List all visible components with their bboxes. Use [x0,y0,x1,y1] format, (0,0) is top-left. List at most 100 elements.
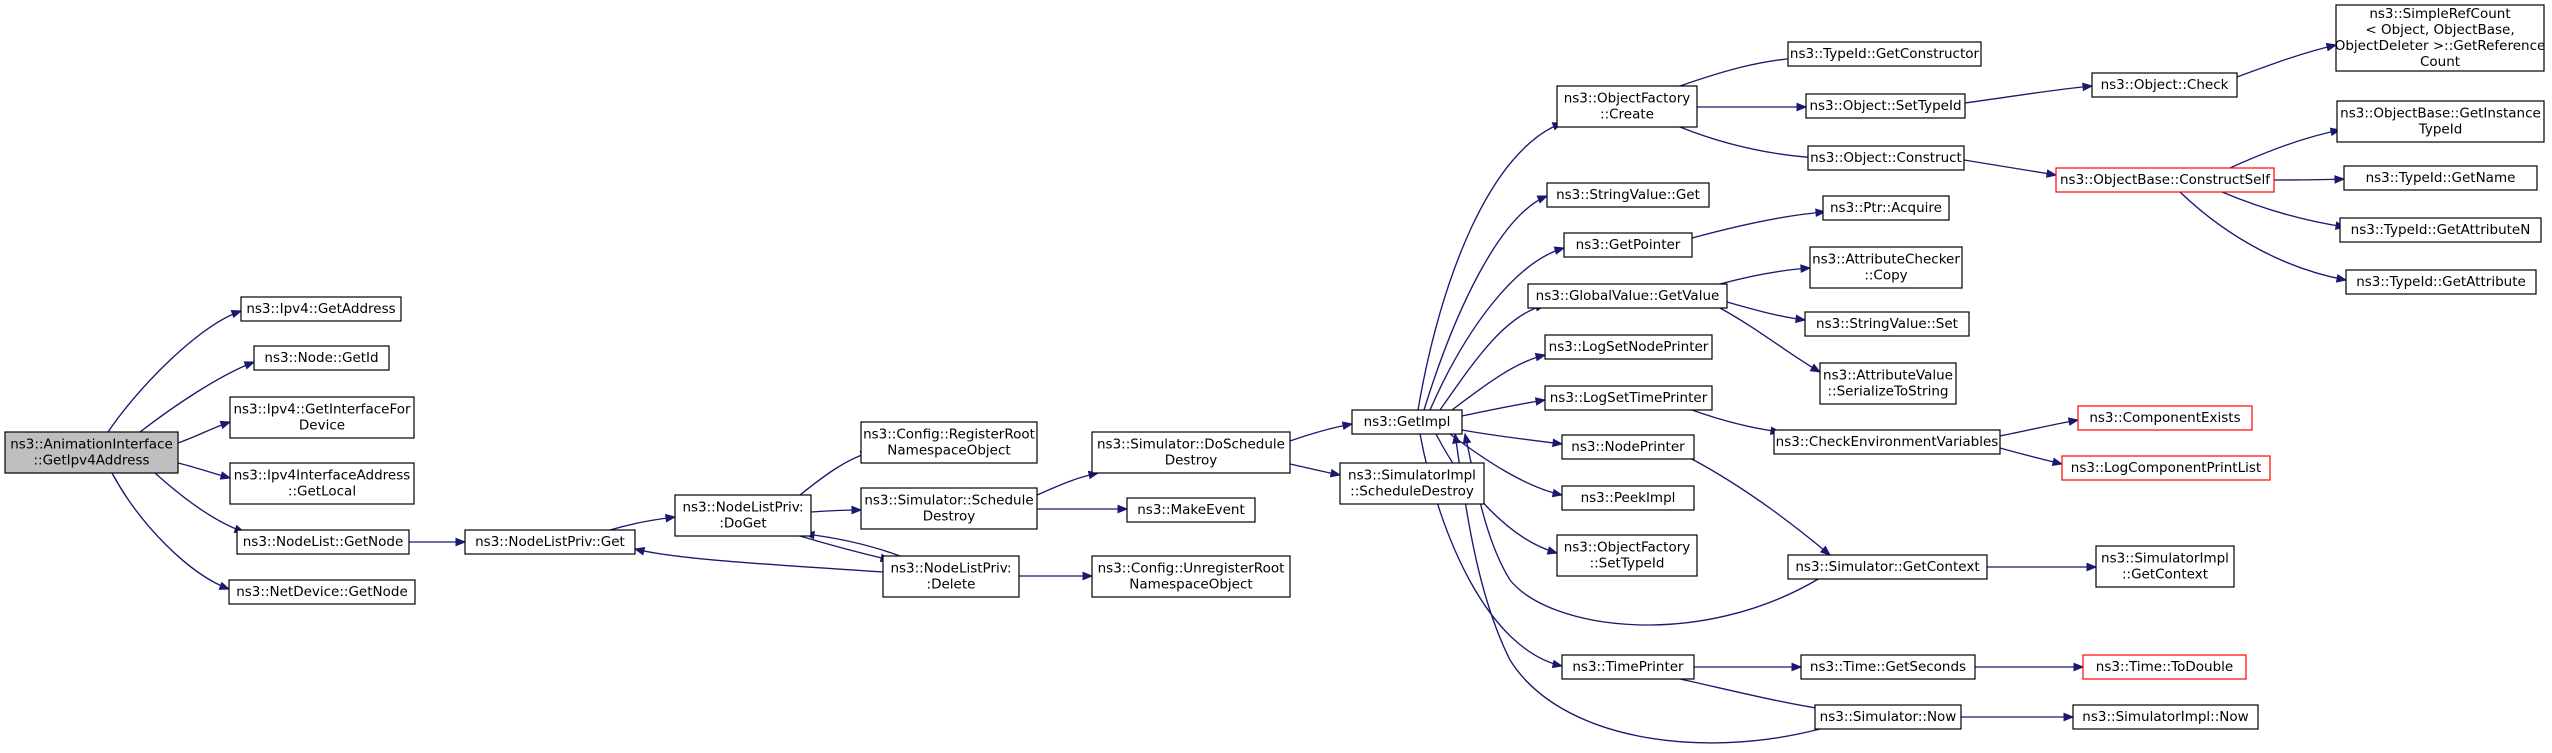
edge-simulator_doscheduledestroy-to-simulatorimpl_scheduledestroy [1289,463,1342,478]
node-box [1787,41,1982,67]
node-logsetnodeprinter[interactable]: ns3::LogSetNodePrinter [1544,334,1713,360]
node-ipv4ifaddr-getlocal[interactable]: ns3::Ipv4InterfaceAddress::GetLocal [229,462,415,505]
node-object-check[interactable]: ns3::Object::Check [2091,72,2238,98]
node-object-settypeid[interactable]: ns3::Object::SetTypeId [1805,93,1966,119]
edge-nodeprinter-to-simulator_getcontext [1689,457,1832,556]
node-nodelistpriv-get[interactable]: ns3::NodeListPriv::Get [464,529,636,555]
edge-simulator_getcontext-to-getimpl [1462,432,1821,626]
edge-nodelistpriv_doget-to-config_registerroot [799,450,872,496]
arrowhead [219,420,232,430]
node-logcomponentprintlist[interactable]: ns3::LogComponentPrintList [2061,455,2271,481]
node-nodelistpriv-doget[interactable]: ns3::NodeListPriv::DoGet [674,494,812,537]
node-time-todouble[interactable]: ns3::Time::ToDouble [2082,654,2247,680]
node-label-line: ::Create [1600,107,1654,123]
node-simplerefcount[interactable]: ns3::SimpleRefCount< Object, ObjectBase,… [2335,4,2546,72]
node-box [1819,362,1957,405]
node-label-line: ns3::NodePrinter [1571,439,1685,455]
edge-root-to-node_getid [139,361,256,433]
node-componentexists[interactable]: ns3::ComponentExists [2077,405,2253,431]
node-attributevalue-serializetostring[interactable]: ns3::AttributeValue::SerializeToString [1819,362,1957,405]
node-simulator-now[interactable]: ns3::Simulator::Now [1814,704,1962,730]
node-box [228,579,416,605]
node-nodelist-getnode[interactable]: ns3::NodeList::GetNode [236,529,410,555]
node-simulatorimpl-now[interactable]: ns3::SimulatorImpl::Now [2072,704,2259,730]
node-nodelistpriv-delete[interactable]: ns3::NodeListPriv::Delete [882,555,1020,598]
edge-getimpl-to-stringvalue_get [1423,195,1549,411]
edge-line [1036,472,1099,496]
node-time-getseconds[interactable]: ns3::Time::GetSeconds [1800,654,1976,680]
edge-line [1679,57,1801,87]
edge-line [1719,267,1811,285]
node-label-line: ns3::Config::UnregisterRoot [1098,561,1285,577]
edge-line [1439,304,1546,411]
edge-line [1719,307,1821,373]
edge-checkenvironmentvariables-to-logcomponentprintlist [1999,447,2064,467]
node-timeprinter[interactable]: ns3::TimePrinter [1561,654,1695,680]
node-attributechecker-copy[interactable]: ns3::AttributeChecker::Copy [1809,246,1963,289]
node-label-line: ns3::ObjectFactory [1564,540,1691,556]
node-config-unregisterroot[interactable]: ns3::Config::UnregisterRootNamespaceObje… [1091,555,1291,598]
node-simulator-scheduledestroy[interactable]: ns3::Simulator::ScheduleDestroy [860,487,1038,530]
node-netdevice-getnode[interactable]: ns3::NetDevice::GetNode [228,579,416,605]
node-object-construct[interactable]: ns3::Object::Construct [1807,145,1965,171]
node-ptr-acquire[interactable]: ns3::Ptr::Acquire [1822,195,1950,221]
node-objectbase-constructself[interactable]: ns3::ObjectBase::ConstructSelf [2055,167,2275,193]
node-typeid-getattribute[interactable]: ns3::TypeId::GetAttribute [2345,269,2537,295]
node-logsettimeprinter[interactable]: ns3::LogSetTimePrinter [1544,385,1713,411]
node-globalvalue-getvalue[interactable]: ns3::GlobalValue::GetValue [1527,283,1728,309]
node-stringvalue-set[interactable]: ns3::StringValue::Set [1804,311,1970,337]
node-checkenvironmentvariables[interactable]: ns3::CheckEnvironmentVariables [1773,429,2001,455]
edge-globalvalue_getvalue-to-attributechecker_copy [1719,264,1812,285]
edge-line [1999,419,2079,437]
node-makeevent[interactable]: ns3::MakeEvent [1126,497,1256,523]
node-box [1091,555,1291,598]
edge-line [1461,429,1563,445]
node-label-line: ns3::NodeListPriv::Get [475,534,625,550]
edge-globalvalue_getvalue-to-stringvalue_set [1726,301,1807,324]
arrowhead [2325,42,2338,52]
node-simulatorimpl-getcontext[interactable]: ns3::SimulatorImpl::GetContext [2095,545,2235,588]
node-typeid-getconstructor[interactable]: ns3::TypeId::GetConstructor [1787,41,1982,67]
node-typeid-getname[interactable]: ns3::TypeId::GetName [2343,165,2538,191]
node-box [1351,409,1463,435]
arrowhead [2082,82,2094,92]
node-label-line: NamespaceObject [1129,577,1252,593]
node-box [1807,145,1965,171]
arrowhead [218,581,231,590]
edge-line [2273,178,2345,181]
node-ipv4-getaddress[interactable]: ns3::Ipv4::GetAddress [240,296,402,322]
node-label-line: ns3::AttributeChecker [1812,252,1960,268]
node-peekimpl[interactable]: ns3::PeekImpl [1561,485,1695,511]
node-label-line: ns3::ObjectBase::GetInstance [2340,106,2541,122]
edge-objectfactory_create-to-object_construct [1679,126,1820,162]
node-typeid-getattributen[interactable]: ns3::TypeId::GetAttributeN [2339,217,2542,243]
node-getimpl[interactable]: ns3::GetImpl [1351,409,1463,435]
node-label-line: ns3::Simulator::Schedule [864,493,1033,509]
arrowhead [1819,545,1832,556]
node-box [229,396,415,439]
node-box [1563,232,1693,258]
node-node-getid[interactable]: ns3::Node::GetId [253,345,390,371]
node-root[interactable]: ns3::AnimationInterface::GetIpv4Address [4,431,179,474]
node-box [2335,4,2545,72]
node-simulatorimpl-scheduledestroy[interactable]: ns3::SimulatorImpl::ScheduleDestroy [1339,462,1485,505]
node-box [1773,429,2001,455]
arrowhead [2063,712,2075,722]
node-stringvalue-get[interactable]: ns3::StringValue::Get [1546,182,1710,208]
node-objectfactory-create[interactable]: ns3::ObjectFactory::Create [1556,85,1698,128]
arrowhead [1536,195,1549,204]
node-label-line: ::GetLocal [288,484,356,500]
node-label-line: ns3::PeekImpl [1581,490,1676,506]
edge-line [1429,247,1565,411]
node-getpointer[interactable]: ns3::GetPointer [1563,232,1693,258]
node-objectfactory-settypeid[interactable]: ns3::ObjectFactory::SetTypeId [1556,534,1698,577]
edge-line [1963,159,2057,176]
node-box [860,487,1038,530]
node-nodeprinter[interactable]: ns3::NodePrinter [1561,434,1695,460]
node-simulator-getcontext[interactable]: ns3::Simulator::GetContext [1787,554,1988,580]
arrowhead [1082,571,1094,581]
